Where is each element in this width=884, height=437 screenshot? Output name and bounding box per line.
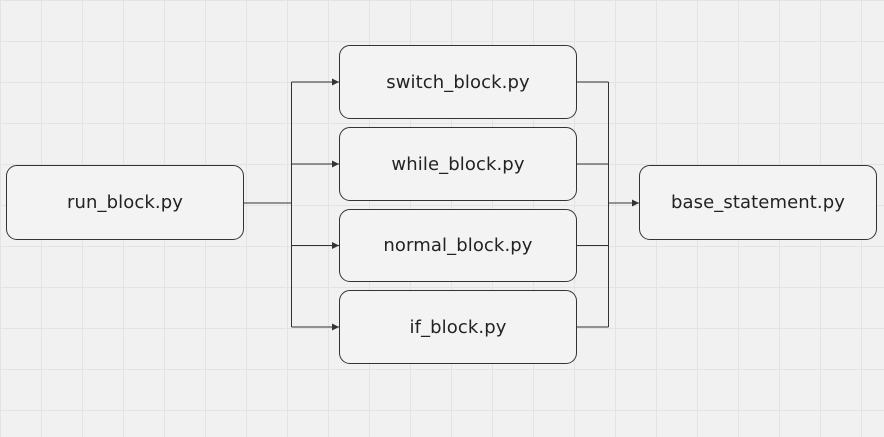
node-label: switch_block.py [386, 71, 530, 93]
node-normal-block[interactable]: normal_block.py [339, 209, 577, 282]
node-switch-block[interactable]: switch_block.py [339, 45, 577, 119]
node-if-block[interactable]: if_block.py [339, 290, 577, 364]
node-label: while_block.py [391, 153, 525, 175]
node-while-block[interactable]: while_block.py [339, 127, 577, 201]
node-label: if_block.py [409, 316, 507, 338]
node-label: run_block.py [67, 192, 183, 213]
node-label: normal_block.py [383, 235, 533, 256]
node-base-statement[interactable]: base_statement.py [639, 165, 877, 240]
node-run-block[interactable]: run_block.py [6, 165, 244, 240]
node-label: base_statement.py [670, 192, 846, 213]
